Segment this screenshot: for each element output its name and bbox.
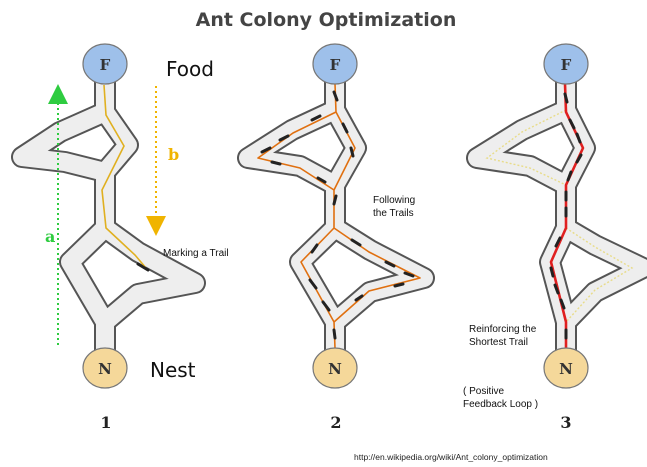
arrow-b-label: b bbox=[168, 145, 179, 164]
panel-3-number: 3 bbox=[560, 413, 571, 432]
panel-1-number: 1 bbox=[100, 413, 111, 432]
panel-2-annotation-line2: the Trails bbox=[373, 208, 414, 219]
panel-1: a b F N Food Nest Marking a Trail 1 bbox=[22, 44, 229, 432]
panel-3-note-line2: Feedback Loop ) bbox=[463, 399, 538, 410]
panel-3-annotation-line1: Reinforcing the bbox=[469, 324, 537, 335]
panel-2-number: 2 bbox=[330, 413, 341, 432]
source-url: http://en.wikipedia.org/wiki/Ant_colony_… bbox=[354, 452, 548, 462]
panel-1-annotation: Marking a Trail bbox=[163, 248, 229, 259]
food-label: Food bbox=[166, 57, 214, 81]
panel-3-note-line1: ( Positive bbox=[463, 386, 505, 397]
nest-node-3-letter: N bbox=[559, 360, 573, 378]
panel-2-annotation-line1: Following bbox=[373, 195, 415, 206]
arrow-a-label: a bbox=[45, 227, 55, 246]
nest-label: Nest bbox=[150, 358, 196, 382]
food-node-letter: F bbox=[100, 56, 111, 74]
panel-3-annotation-line2: Shortest Trail bbox=[469, 337, 528, 348]
panel-3: F N Reinforcing the Shortest Trail ( Pos… bbox=[463, 44, 643, 432]
panel-2: F N Following the Trails 2 bbox=[248, 44, 424, 432]
diagram-title: Ant Colony Optimization bbox=[196, 9, 457, 31]
nest-node-letter: N bbox=[98, 360, 112, 378]
nest-node-2-letter: N bbox=[328, 360, 342, 378]
food-node-2-letter: F bbox=[330, 56, 341, 74]
food-node-3-letter: F bbox=[561, 56, 572, 74]
